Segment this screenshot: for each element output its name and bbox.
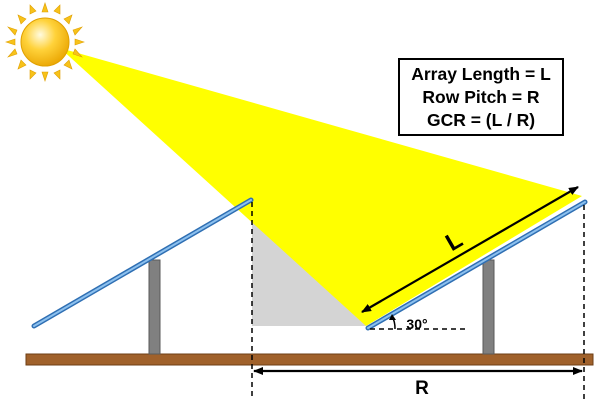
formula-legend-box: Array Length = L Row Pitch = R GCR = (L … [398, 58, 564, 136]
rear-row-post [148, 259, 161, 355]
dashed-guides [251, 202, 585, 400]
sun-icon [5, 2, 85, 82]
row-pitch-label: R [415, 378, 429, 399]
array-length-definition: Array Length = L [411, 63, 551, 84]
front-row-post [482, 259, 495, 355]
tilt-angle-label: 30° [406, 316, 427, 332]
ground [25, 353, 594, 366]
array-length-arrow [361, 186, 579, 313]
row-pitch-definition: Row Pitch = R [422, 86, 540, 107]
gcr-formula: GCR = (L / R) [426, 109, 536, 130]
